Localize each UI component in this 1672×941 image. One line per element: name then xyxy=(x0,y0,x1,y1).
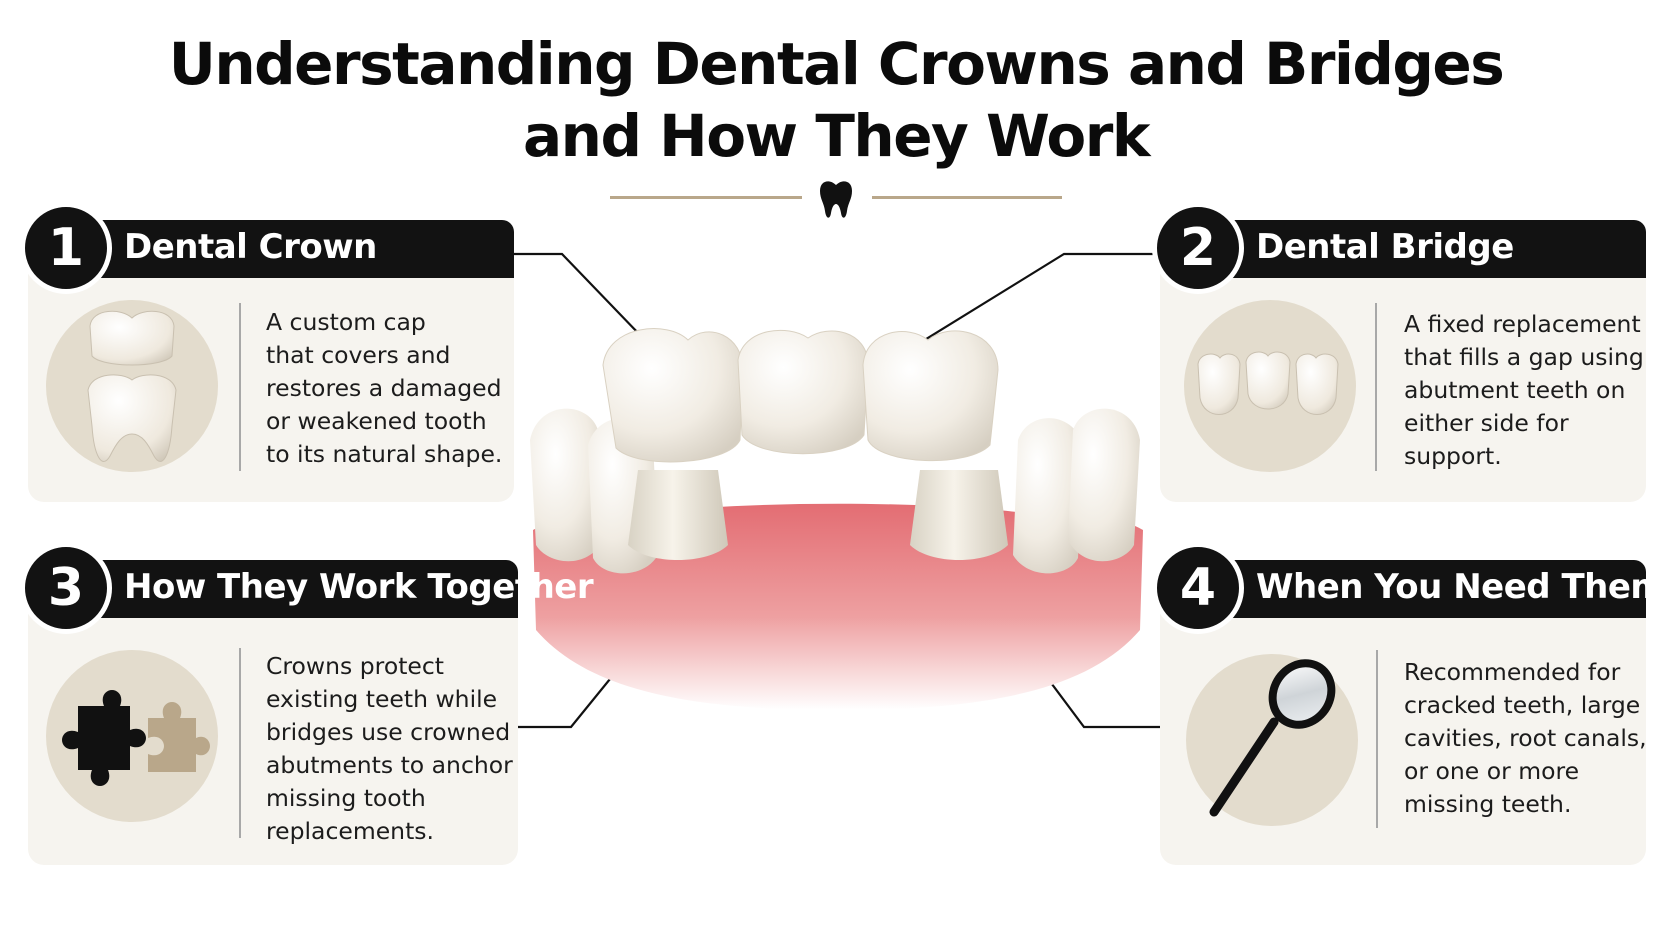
description-line: support. xyxy=(1404,442,1502,470)
section-title-dental-bridge: Dental Bridge xyxy=(1256,227,1514,267)
abutment-right xyxy=(910,470,1008,560)
section-title-dental-crown: Dental Crown xyxy=(124,227,377,267)
bridge-crown-right xyxy=(862,330,999,462)
description-line: abutment teeth on xyxy=(1404,376,1626,404)
description-line: cavities, root canals, xyxy=(1404,724,1647,752)
header-bar-how-they-work xyxy=(70,560,518,618)
bridge-crown-left xyxy=(602,328,744,463)
bridge-illustration xyxy=(530,328,1143,710)
divider-line-4 xyxy=(1376,650,1378,828)
puzzle-icon xyxy=(62,690,210,786)
molar-left-back xyxy=(530,408,603,562)
description-line: abutments to anchor xyxy=(266,751,513,779)
dental-mirror-icon xyxy=(1209,659,1336,817)
tooth-icon xyxy=(820,181,852,218)
description-line: Recommended for xyxy=(1404,658,1621,686)
title-line-2: and How They Work xyxy=(523,102,1150,170)
description-dental-bridge: A fixed replacement that fills a gap usi… xyxy=(1404,308,1644,473)
title-line-1: Understanding Dental Crowns and Bridges xyxy=(168,30,1505,98)
description-how-they-work: Crowns protect existing teeth while brid… xyxy=(266,650,513,848)
divider-left xyxy=(610,196,802,199)
badge-2: 2 xyxy=(1152,202,1244,294)
description-line: existing teeth while xyxy=(266,685,498,713)
bridge-teeth-icon xyxy=(1197,351,1339,415)
tooth-crown-icon xyxy=(87,310,177,462)
abutment-left xyxy=(628,470,728,560)
description-line: A custom cap xyxy=(266,308,426,336)
description-line: Crowns protect xyxy=(266,652,445,680)
description-line: bridges use crowned xyxy=(266,718,511,746)
divider-right xyxy=(872,196,1062,199)
header-bar-when-you-need xyxy=(1202,560,1646,618)
description-line: that covers and xyxy=(266,341,451,369)
header-bar-dental-bridge xyxy=(1202,220,1646,278)
badge-4: 4 xyxy=(1152,542,1244,634)
badge-1: 1 xyxy=(20,202,112,294)
description-line: to its natural shape. xyxy=(266,440,503,468)
section-title-when-you-need: When You Need Them xyxy=(1256,567,1666,607)
divider-line-3 xyxy=(239,648,241,838)
description-line: or one or more xyxy=(1404,757,1580,785)
description-line: that fills a gap using xyxy=(1404,343,1644,371)
description-line: cracked teeth, large xyxy=(1404,691,1641,719)
molar-right-front xyxy=(1013,418,1083,574)
connector-bridge xyxy=(875,252,1158,371)
description-line: missing teeth. xyxy=(1404,790,1572,818)
description-dental-crown: A custom cap that covers and restores a … xyxy=(266,306,502,471)
header-bar-dental-crown xyxy=(70,220,514,278)
description-line: A fixed replacement xyxy=(1404,310,1641,338)
divider-line-1 xyxy=(239,303,241,471)
section-title-how-they-work: How They Work Together xyxy=(124,567,594,607)
page-title: Understanding Dental Crowns and Bridges … xyxy=(0,28,1672,172)
description-line: missing tooth xyxy=(266,784,426,812)
molar-right-back xyxy=(1068,408,1140,562)
description-line: replacements. xyxy=(266,817,434,845)
badge-3: 3 xyxy=(20,542,112,634)
divider-line-2 xyxy=(1375,303,1377,471)
description-when-you-need: Recommended for cracked teeth, large cav… xyxy=(1404,656,1647,821)
description-line: or weakened tooth xyxy=(266,407,487,435)
description-line: restores a damaged xyxy=(266,374,502,402)
bridge-crown-middle xyxy=(737,329,869,455)
description-line: either side for xyxy=(1404,409,1569,437)
